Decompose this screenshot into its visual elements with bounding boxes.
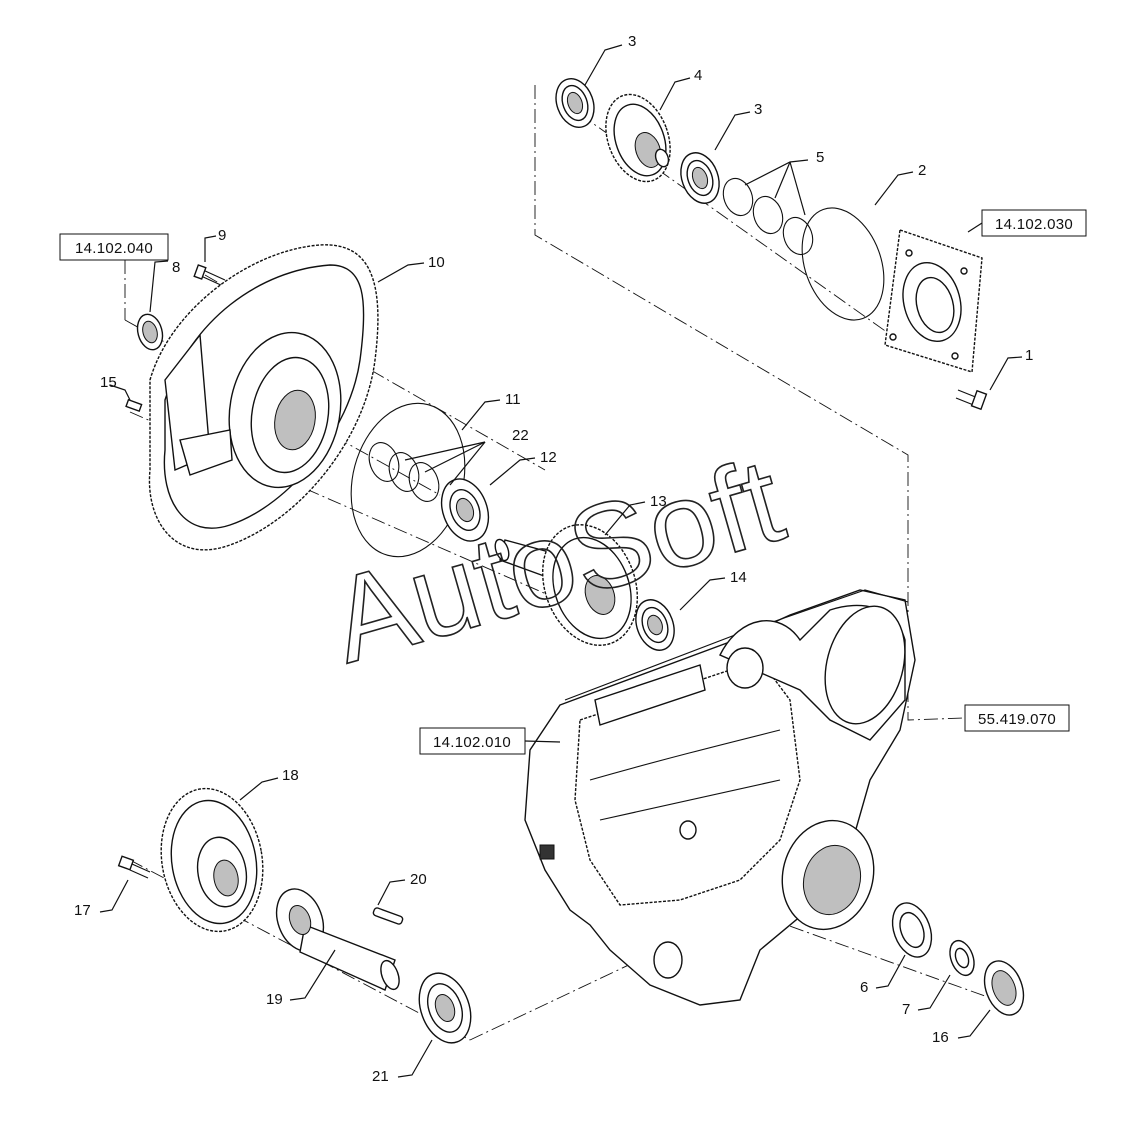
gear-4 [605, 93, 671, 183]
key-20 [372, 907, 404, 925]
gear-18 [160, 787, 264, 933]
callout-6: 6 [860, 979, 868, 996]
bell-housing-10 [148, 244, 379, 551]
callout-22: 22 [512, 427, 529, 444]
callout-14: 14 [730, 569, 747, 586]
callout-4: 4 [694, 67, 702, 84]
callout-19: 19 [266, 991, 283, 1008]
callout-leaders [99, 44, 1023, 1078]
bearing-12 [440, 478, 490, 542]
callout-13: 13 [650, 493, 667, 510]
o-ring-2 [801, 207, 885, 321]
callout-15: 15 [100, 374, 117, 391]
callout-3-lower: 3 [754, 101, 762, 118]
callout-8: 8 [172, 259, 180, 276]
shim-rings-5 [722, 177, 814, 256]
seal-16 [983, 960, 1025, 1016]
bolt-1 [955, 389, 988, 411]
bolt-17 [117, 855, 151, 879]
callout-7: 7 [902, 1001, 910, 1018]
shaft-gear-13 [494, 524, 639, 646]
callout-16: 16 [932, 1029, 949, 1046]
seal-8 [136, 313, 164, 351]
callout-12: 12 [540, 449, 557, 466]
callout-1: 1 [1025, 347, 1033, 364]
callout-9: 9 [218, 227, 226, 244]
bearing-14 [635, 599, 675, 651]
callout-numbers: 3 4 3 5 2 1 8 9 10 15 11 22 12 13 14 18 … [74, 33, 1033, 1085]
bolt-9 [193, 264, 226, 287]
ref-box-14-102-040[interactable]: 14.102.040 [59, 233, 169, 261]
ref-box-14-102-010[interactable]: 14.102.010 [419, 727, 526, 755]
callout-21: 21 [372, 1068, 389, 1085]
ref-box-55-419-070[interactable]: 55.419.070 [964, 704, 1070, 732]
ref-label: 14.102.030 [995, 216, 1073, 233]
ref-label: 14.102.040 [75, 240, 153, 257]
nut-7 [949, 939, 975, 977]
hub-shaft-19 [275, 888, 400, 991]
callout-18: 18 [282, 767, 299, 784]
callout-5: 5 [816, 149, 824, 166]
ref-label: 14.102.010 [433, 734, 511, 751]
callout-3-upper: 3 [628, 33, 636, 50]
bearing-3-lower [680, 152, 720, 204]
callout-11: 11 [505, 391, 521, 408]
callout-10: 10 [428, 254, 445, 271]
ref-box-14-102-030[interactable]: 14.102.030 [981, 209, 1087, 237]
callout-2: 2 [918, 162, 926, 179]
ref-leaders [524, 222, 983, 743]
gearbox-housing [524, 589, 916, 1006]
bearing-21 [418, 972, 472, 1044]
callout-17: 17 [74, 902, 91, 919]
ref-label: 55.419.070 [978, 711, 1056, 728]
bearing-3-upper [555, 78, 595, 128]
rings-22 [368, 442, 440, 502]
cover-plate [884, 229, 983, 373]
pin-15 [125, 398, 143, 413]
callout-20: 20 [410, 871, 427, 888]
bearing-6 [891, 902, 933, 958]
